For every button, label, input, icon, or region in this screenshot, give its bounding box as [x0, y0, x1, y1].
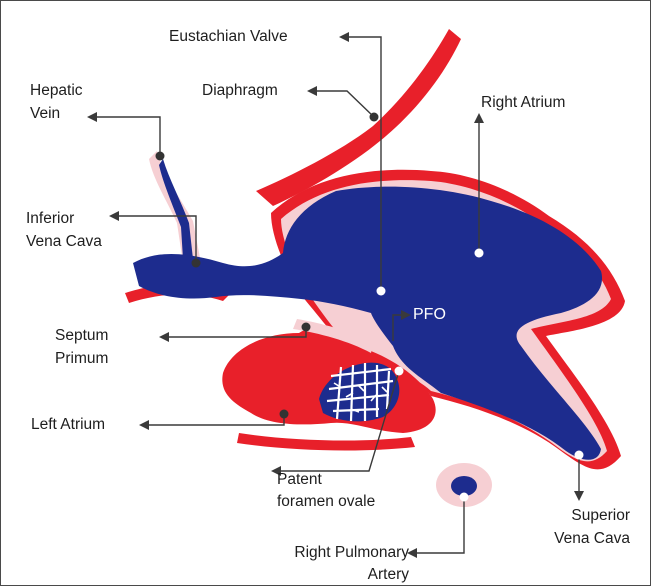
label-eustachian-valve: Eustachian Valve [169, 27, 288, 46]
right-pulmonary-artery-dot [460, 493, 469, 502]
eustachian-valve-dot [377, 287, 386, 296]
label-hepatic-vein-line2: Vein [30, 104, 60, 123]
label-patent-foramen-ovale-line1: Patent [277, 470, 322, 489]
label-septum-primum-line1: Septum [55, 326, 108, 345]
right-atrium-dot [475, 249, 484, 258]
label-diaphragm: Diaphragm [202, 81, 278, 100]
hepatic-vein-pointer [89, 117, 160, 156]
left-atrium-dot [280, 410, 289, 419]
label-superior-vena-cava-line2: Vena Cava [536, 529, 630, 548]
label-hepatic-vein-line1: Hepatic [30, 81, 83, 100]
superior-vena-cava-dot [575, 451, 584, 460]
label-inferior-vena-cava-line1: Inferior [26, 209, 74, 228]
label-right-pulmonary-artery-line1: Right Pulmonary [263, 543, 409, 562]
label-inferior-vena-cava-line2: Vena Cava [26, 232, 102, 251]
left-atrium-lower-wall [237, 433, 415, 450]
label-pfo: PFO [413, 305, 446, 324]
hepatic-vein-dot [156, 152, 165, 161]
hepatic-vein-shape [159, 159, 193, 259]
septum-primum-dot [302, 323, 311, 332]
diaphragm-dot [370, 113, 379, 122]
label-left-atrium: Left Atrium [31, 415, 105, 434]
label-superior-vena-cava-line1: Superior [542, 506, 630, 525]
diaphragm-pointer [309, 91, 374, 117]
label-right-atrium: Right Atrium [481, 93, 565, 112]
patent-foramen-ovale-dot [395, 367, 404, 376]
label-septum-primum-line2: Primum [55, 349, 108, 368]
inferior-vena-cava-dot [192, 259, 201, 268]
label-patent-foramen-ovale-line2: foramen ovale [277, 492, 375, 511]
label-right-pulmonary-artery-line2: Artery [263, 565, 409, 584]
